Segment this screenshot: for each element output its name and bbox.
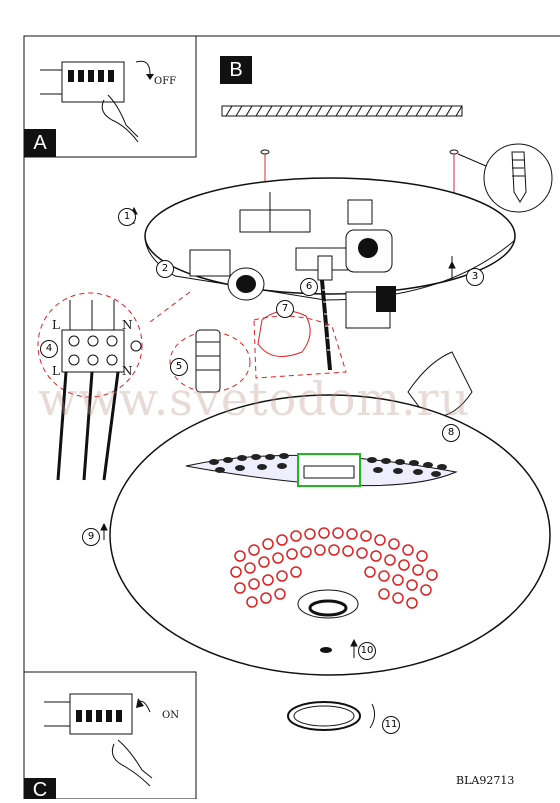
step-marker-4: 4 (40, 340, 58, 358)
panel-letter-c: C (24, 778, 56, 801)
step-marker-8: 8 (442, 424, 460, 442)
switch-off-label: OFF (154, 76, 177, 87)
terminal-label-n-top: N (122, 318, 133, 332)
drill-guides (260, 143, 553, 213)
watermark-text: www.svetodom.ru (38, 372, 471, 426)
step-marker-2: 2 (156, 260, 174, 278)
step-marker-5: 5 (170, 358, 188, 376)
breaker-off-illustration (40, 60, 154, 143)
ground-symbol-icon (130, 340, 142, 352)
terminal-block (56, 300, 142, 481)
step-marker-11: 11 (382, 716, 400, 734)
step-marker-9: 9 (82, 528, 100, 546)
lamp-socket-left (189, 249, 265, 301)
terminal-label-l-bottom: L (52, 364, 60, 378)
terminal-label-n-bottom: N (122, 364, 133, 378)
terminal-label-l-top: L (52, 318, 60, 332)
panel-letter-b: B (220, 56, 252, 84)
step-marker-7: 7 (276, 300, 294, 318)
transformer-block (345, 286, 396, 329)
switch-on-label: ON (162, 710, 179, 721)
step-marker-6: 6 (300, 278, 318, 296)
decor-ring (287, 701, 376, 731)
mounting-base-plate (144, 177, 516, 371)
crystal-rows-top (209, 453, 447, 477)
panel-letter-a: A (24, 129, 56, 157)
breaker-on-illustration (44, 693, 153, 787)
glass-shade (109, 394, 551, 676)
ceiling-hatch (221, 105, 463, 117)
spacer-nut (195, 329, 221, 393)
step-marker-3: 3 (466, 268, 484, 286)
lamp-socket-right (345, 199, 393, 273)
model-code: BLA92713 (456, 774, 515, 787)
step-marker-10: 10 (358, 642, 376, 660)
step-marker-1: 1 (118, 208, 136, 226)
crystal-cluster-red (230, 527, 438, 609)
